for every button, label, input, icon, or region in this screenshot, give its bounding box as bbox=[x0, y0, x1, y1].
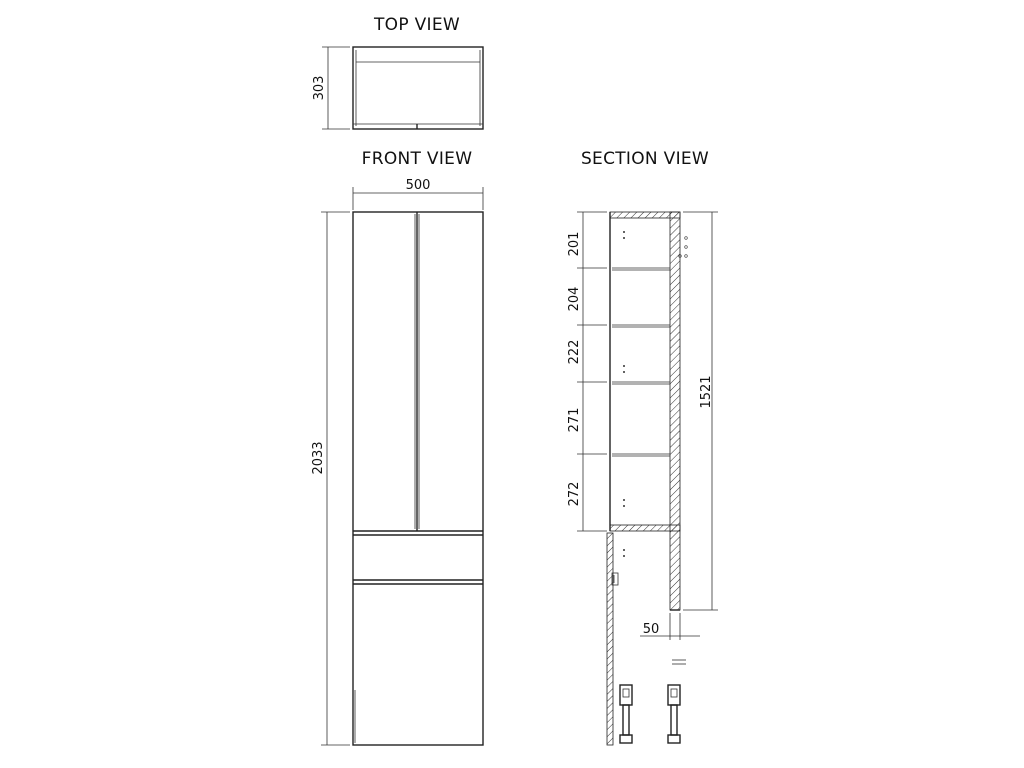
top-view-depth-dimension: 303 bbox=[312, 46, 350, 130]
top-view-title: TOP VIEW bbox=[373, 15, 460, 35]
shelf-spacing-label: 204 bbox=[567, 287, 582, 312]
section-view-height-dimension: 1521 bbox=[683, 211, 718, 611]
shelf-spacing-label: 272 bbox=[567, 482, 582, 507]
front-view-cabinet bbox=[352, 211, 484, 746]
front-view-width-label: 500 bbox=[406, 178, 431, 193]
back-offset-label: 50 bbox=[643, 622, 660, 637]
upper-section-height-label: 1521 bbox=[699, 375, 714, 408]
front-view-width-dimension: 500 bbox=[352, 178, 484, 210]
front-view: FRONT VIEW 500 2033 bbox=[311, 149, 484, 746]
shelf-spacing-label: 271 bbox=[567, 408, 582, 433]
section-view-carcass bbox=[606, 211, 686, 746]
shelf-spacing-label: 222 bbox=[567, 340, 582, 365]
top-view-depth-label: 303 bbox=[312, 76, 327, 101]
section-view-title: SECTION VIEW bbox=[581, 149, 709, 169]
shelf-spacing-label: 201 bbox=[567, 232, 582, 257]
front-view-title: FRONT VIEW bbox=[362, 149, 473, 169]
section-view-back-offset-dimension: 50 bbox=[640, 613, 700, 640]
section-view-hinge bbox=[611, 572, 619, 586]
section-view-shelf-dimensions: 201 204 222 271 272 bbox=[567, 211, 607, 532]
front-view-height-label: 2033 bbox=[311, 441, 326, 474]
section-view-shelf-pin-holes bbox=[623, 231, 688, 557]
front-view-height-dimension: 2033 bbox=[311, 211, 350, 746]
section-view: SECTION VIEW bbox=[567, 149, 718, 746]
section-view-adjustable-feet bbox=[619, 684, 681, 744]
top-view: TOP VIEW 303 bbox=[312, 15, 484, 130]
top-view-outline bbox=[352, 46, 484, 130]
section-view-shelves bbox=[612, 267, 670, 457]
